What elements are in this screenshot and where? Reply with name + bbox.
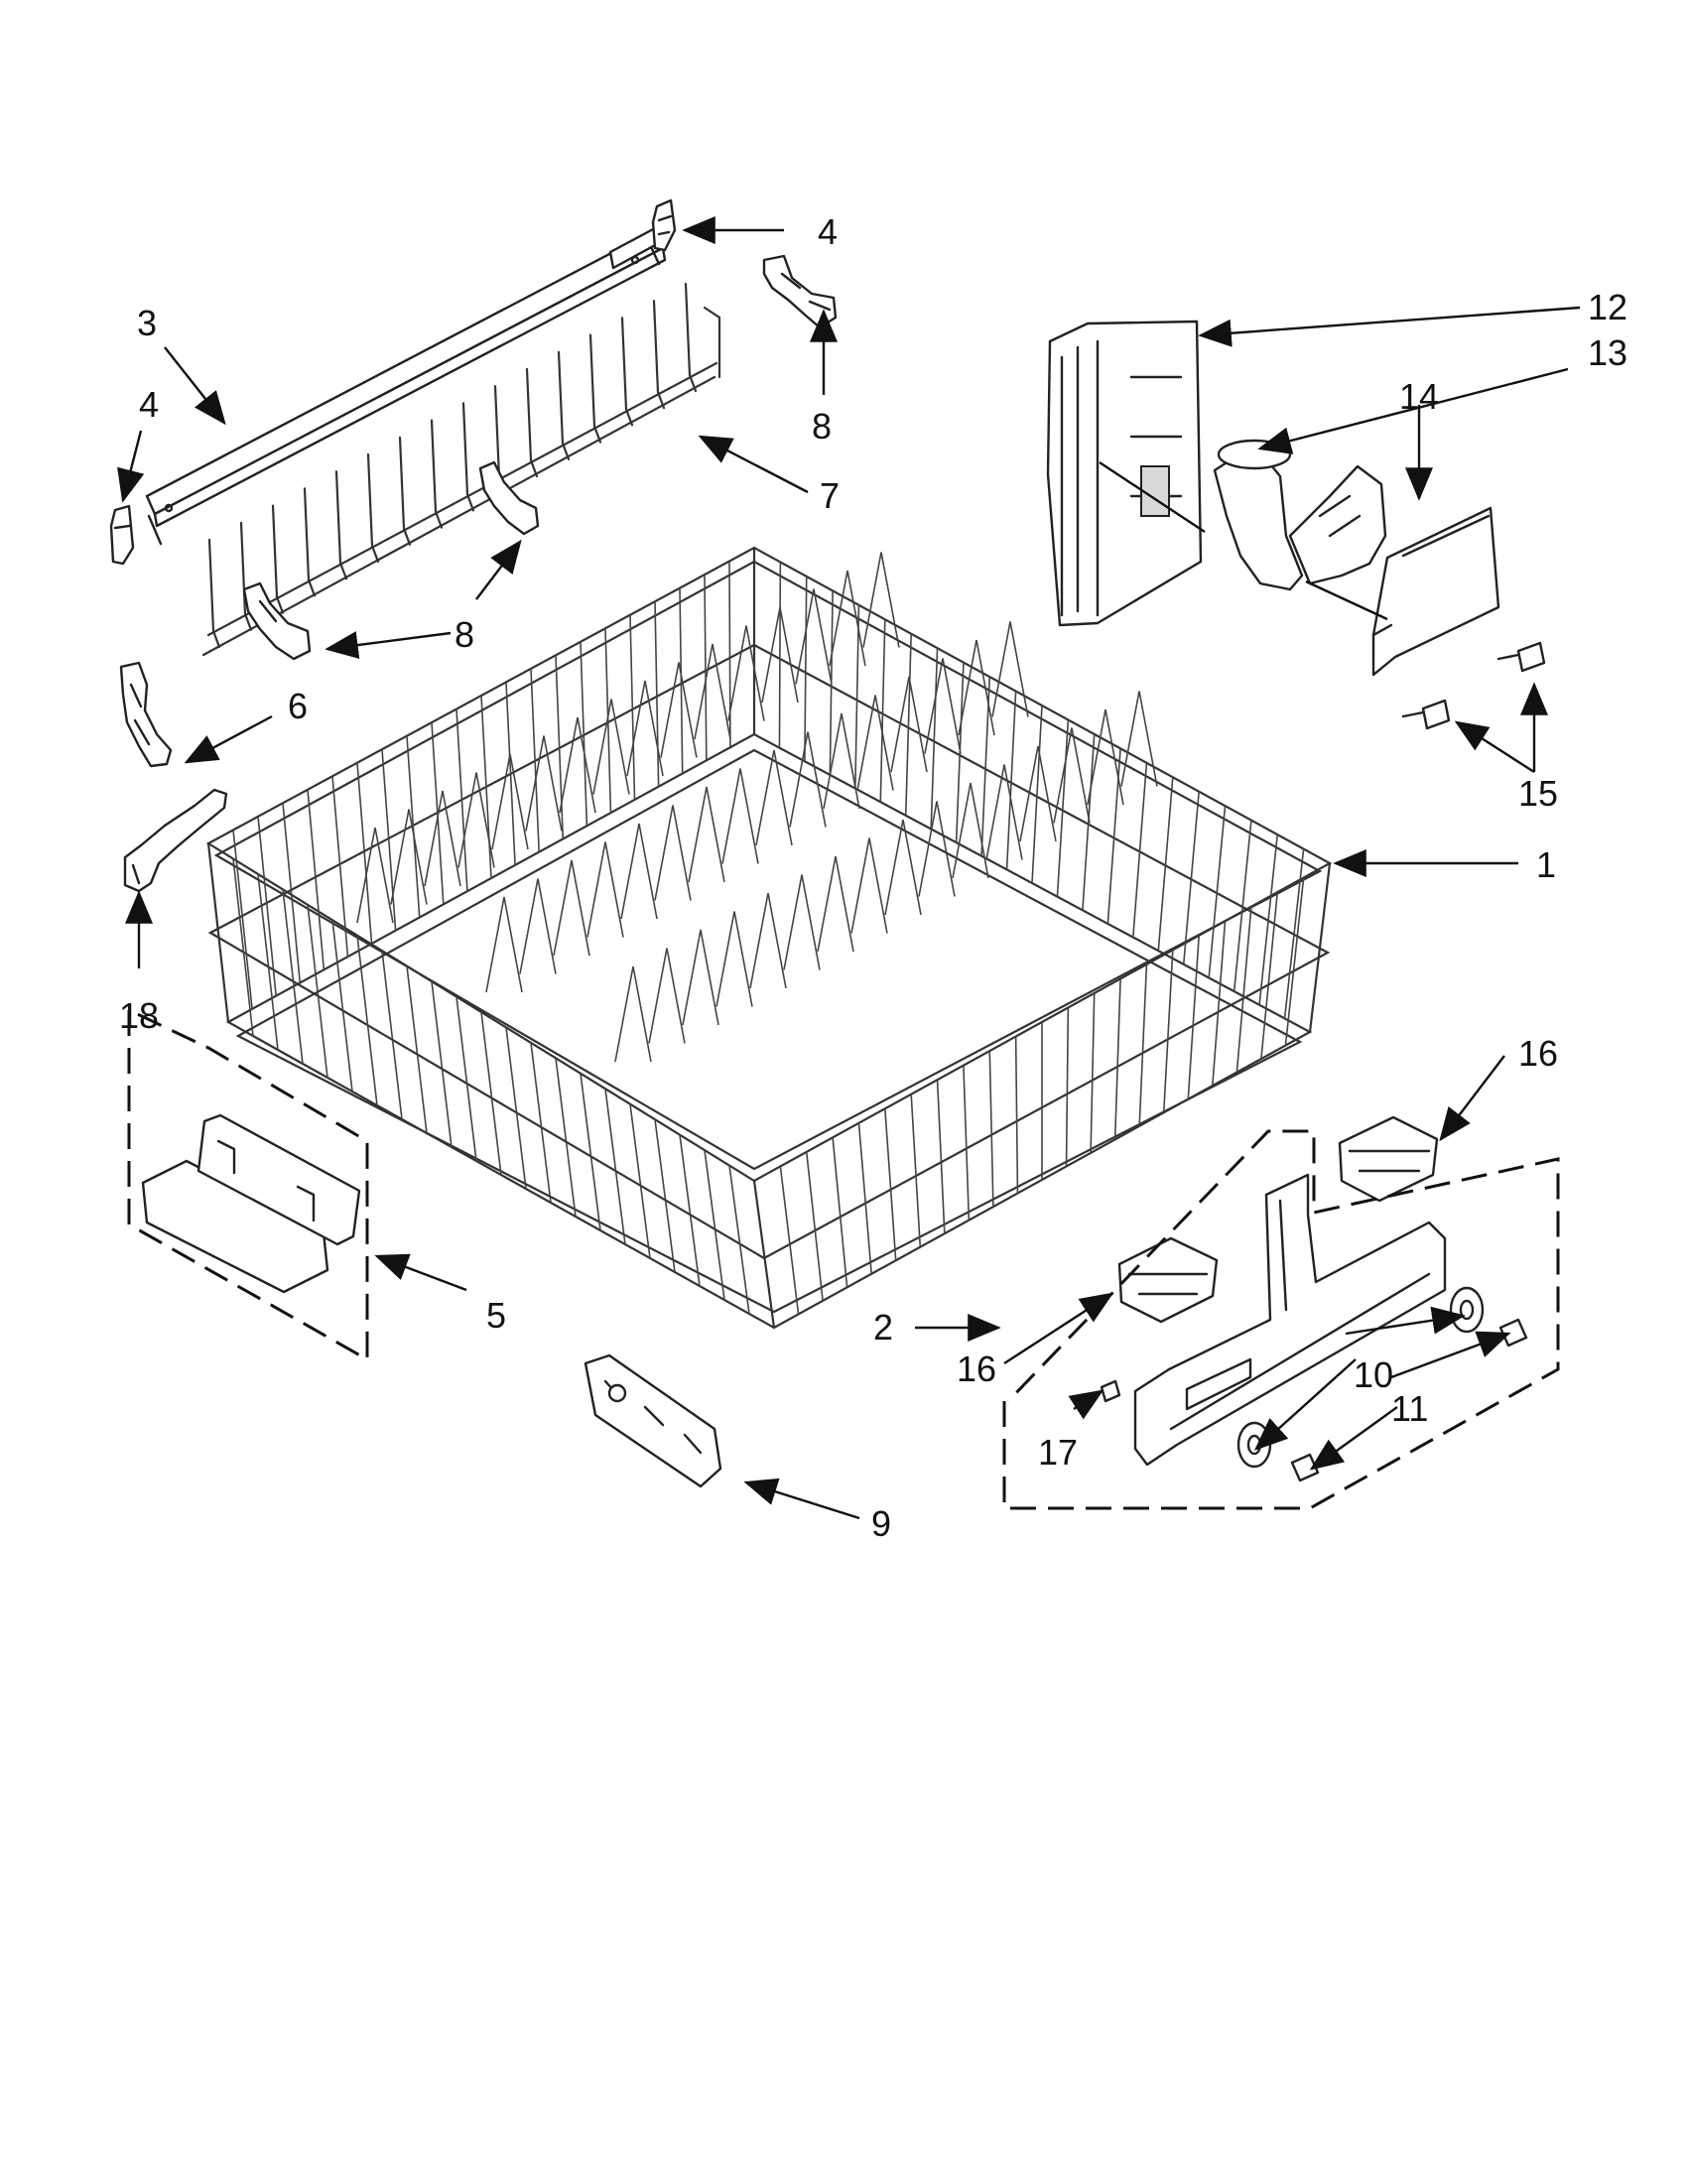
handle-part-5: [141, 1113, 361, 1294]
callout-2: 2: [873, 1307, 893, 1348]
screw-part-17: [1100, 1379, 1121, 1403]
callout-6: 6: [288, 686, 308, 726]
callout-16-upper: 16: [1518, 1033, 1558, 1074]
lever-part-13: [1213, 439, 1387, 591]
clip-part-16-upper: [1338, 1115, 1439, 1203]
adjuster-housing-part-12: [1046, 320, 1203, 627]
callout-15: 15: [1518, 773, 1558, 814]
clip-part-8-shelf-right: [478, 460, 540, 536]
callout-11: 11: [1391, 1388, 1428, 1429]
clip-part-16-lower: [1117, 1236, 1219, 1324]
screws-part-15: [1401, 641, 1546, 730]
lever-part-18: [123, 788, 228, 893]
clip-part-4-top: [651, 198, 677, 252]
callout-9: 9: [871, 1503, 891, 1544]
callout-3: 3: [137, 303, 157, 343]
callout-14: 14: [1399, 376, 1439, 417]
callout-13: 13: [1588, 332, 1627, 373]
wheel-rail-part-2: [1133, 1173, 1447, 1467]
cup-shelf-part-7: [201, 282, 721, 657]
callout-12: 12: [1588, 287, 1627, 327]
clip-part-4-left: [109, 504, 135, 566]
upper-rack-part-1: [205, 546, 1333, 1330]
wheel-part-10-lower: [1236, 1421, 1272, 1469]
callout-5: 5: [486, 1295, 506, 1336]
callout-7: 7: [820, 475, 840, 516]
group-box-part-2: [1002, 1129, 1560, 1510]
callout-8-shelf: 8: [454, 614, 474, 655]
bracket-part-6: [119, 661, 173, 768]
callout-8-top: 8: [812, 406, 832, 447]
wheel-part-10-upper: [1449, 1286, 1485, 1334]
leader-lines: [117, 216, 1581, 1520]
axle-part-11-upper: [1498, 1318, 1528, 1348]
group-box-part-5: [127, 1007, 369, 1362]
callout-18: 18: [119, 995, 159, 1036]
callout-16-lower: 16: [957, 1349, 996, 1389]
rail-part-3: [145, 226, 667, 546]
clip-part-8-shelf-left: [242, 581, 312, 661]
callout-4-top: 4: [818, 211, 838, 252]
cover-part-14: [1371, 506, 1500, 677]
clip-part-9: [584, 1353, 722, 1488]
callout-17: 17: [1038, 1432, 1078, 1473]
callout-1: 1: [1536, 844, 1556, 885]
callout-10: 10: [1354, 1354, 1393, 1395]
callout-4-left: 4: [139, 384, 159, 425]
